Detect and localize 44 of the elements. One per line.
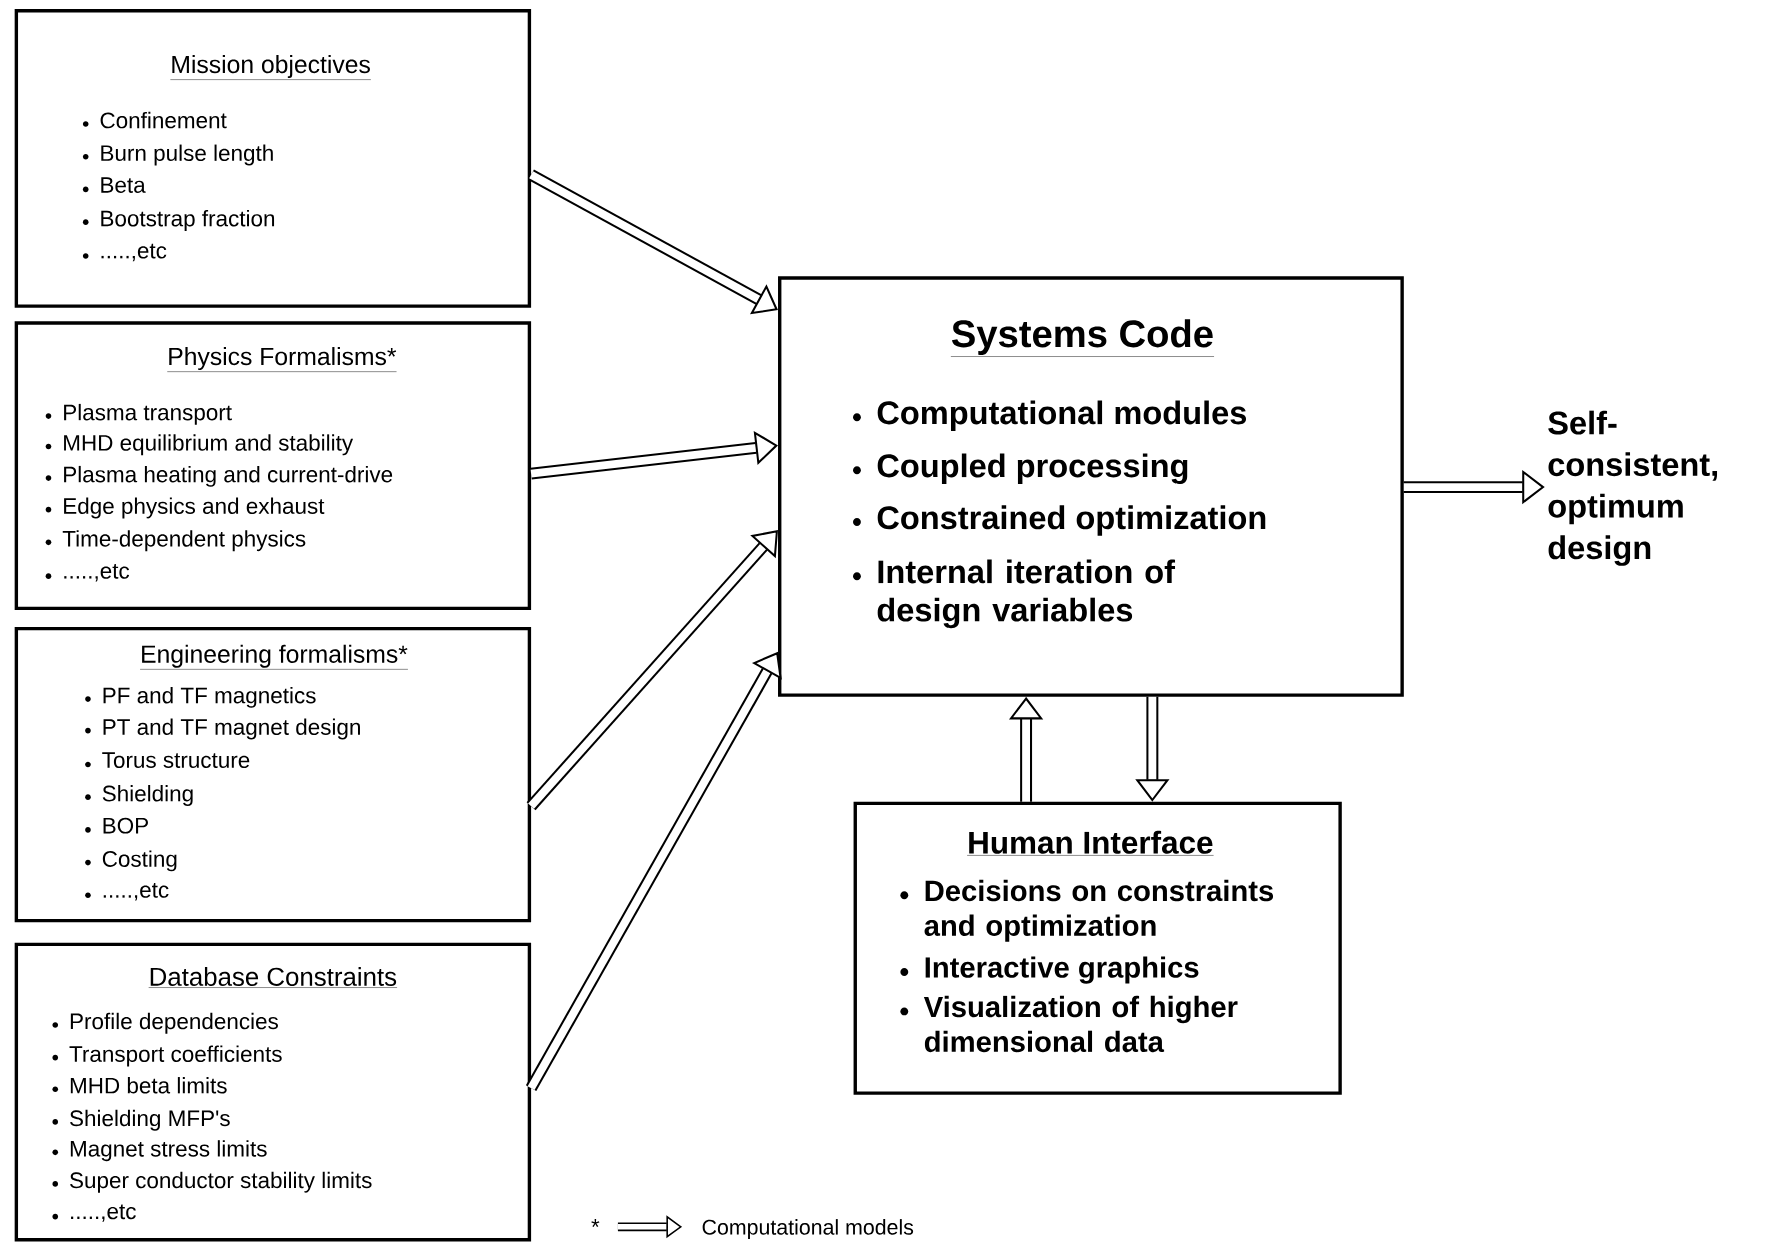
bullet-item: Beta [101,177,146,193]
bullet-item: BOP [103,817,148,834]
bullet-item: Constrained optimization [877,505,1266,536]
heading: Physics Formalisms* [167,347,397,372]
bullet-item: Shielding MFP's [70,1109,230,1131]
bullet-item: Profile dependencies [70,1012,278,1034]
hollow-arrow [526,530,778,811]
bullet-item: Internal iteration of design variables [877,559,1176,629]
heading: Database Constraints [148,967,398,988]
bullet-item: Transport coefficients [69,1045,282,1067]
bullet-item: Costing [102,850,177,872]
heading: Human Interface [966,830,1214,856]
heading: Systems Code [950,319,1215,357]
legend-text: Computational models [702,1219,914,1240]
hollow-arrow [530,431,778,480]
bullet-item: Decisions on constraints and optimization [924,879,1274,942]
bullet-item: Burn pulse length [101,144,273,166]
bullet-item: .....,etc [103,883,169,901]
bullet-item: .....,etc [101,243,167,262]
bullet-item: Plasma transport [64,404,232,425]
bullet-item: Super conductor stability limits [70,1171,372,1193]
bullet-item: PF and TF magnetics [103,687,316,708]
bullet-item: .....,etc [64,564,130,582]
bullet-item: Visualization of higher dimensional data [923,995,1238,1053]
bullet-item: Interactive graphics [925,956,1199,984]
bullet-item: Plasma heating and current-drive [64,466,393,487]
bullet-item: Edge physics and exhaust [64,497,325,519]
bullet-item: Torus structure [102,752,250,769]
hollow-arrow [528,169,778,315]
bullet-item: Bootstrap fraction [101,210,275,231]
bullet-item: Coupled processing [877,453,1188,485]
heading: Mission objectives [170,55,372,80]
bullet-item: MHD beta limits [70,1077,227,1094]
heading: Engineering formalisms* [139,644,409,670]
footnote-mark: * [591,1219,600,1228]
bullet-item: Confinement [100,111,227,129]
bullet-item: Computational modules [877,400,1246,431]
bullet-item: Magnet stress limits [70,1140,267,1162]
bullet-item: .....,etc [71,1204,136,1222]
bullet-item: MHD equilibrium and stability [64,434,354,456]
bullet-item: Shielding [102,785,193,807]
bullet-item: PT and TF magnet design [103,718,360,740]
bullet-item: Time-dependent physics [62,530,306,552]
output-text: Self-consistent, optimum design [1548,410,1718,566]
